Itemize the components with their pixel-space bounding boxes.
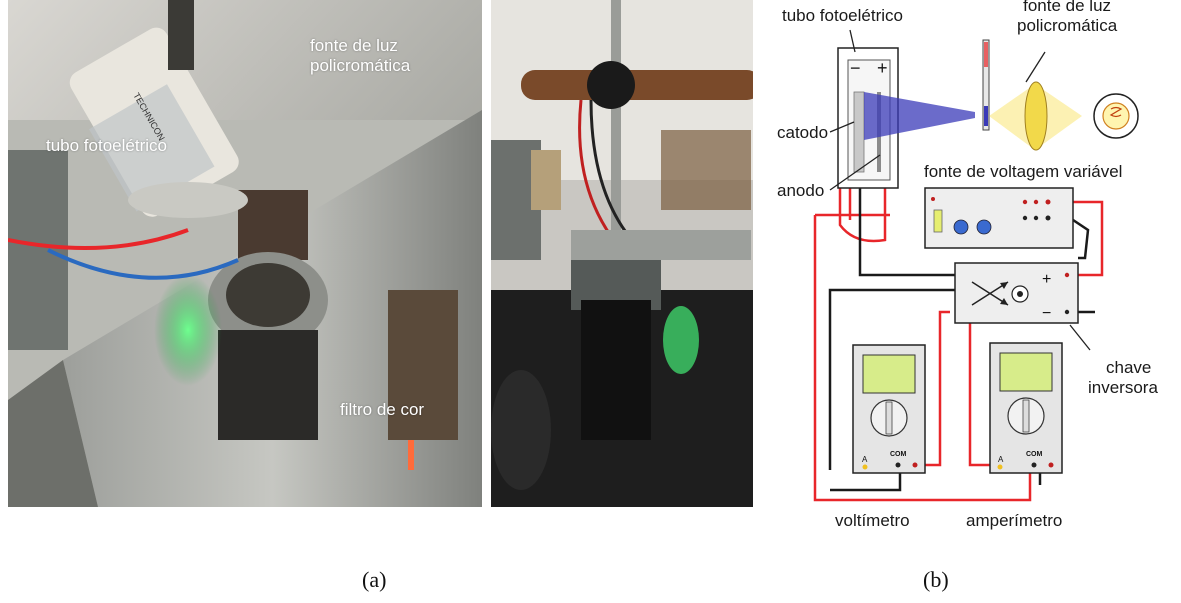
photo-apparatus-top: TECHNICON xyxy=(8,0,482,507)
cathode-plate xyxy=(853,91,865,173)
color-filter xyxy=(982,39,990,131)
light-beam xyxy=(864,92,975,140)
label-light-source-photo-line1: fonte de luz xyxy=(310,36,398,55)
caption-b: (b) xyxy=(923,567,949,592)
tube-minus-sign: − xyxy=(850,58,861,78)
label-reversing-switch-line2: inversora xyxy=(1088,378,1158,397)
wire-black-voltmeter xyxy=(828,288,955,470)
switch-plus-sign: + xyxy=(1042,271,1051,288)
label-reversing-switch-line1: chave xyxy=(1106,358,1152,377)
label-photo-tube-photo: tubo fotoelétrico xyxy=(46,136,167,155)
caption-a: (a) xyxy=(362,567,387,592)
tube-plus-sign: + xyxy=(877,58,888,78)
label-power-supply: fonte de voltagem variável xyxy=(924,162,1123,181)
wire-red-voltmeter xyxy=(917,310,950,467)
photo-apparatus-side-image xyxy=(491,0,753,507)
label-photo-tube: tubo fotoelétrico xyxy=(782,6,903,25)
variable-power-supply xyxy=(924,187,1074,249)
label-voltmeter: voltímetro xyxy=(835,511,910,530)
reversing-switch: + − xyxy=(954,262,1079,324)
label-light-source-photo-line2: policromática xyxy=(310,56,411,75)
circuit-diagram: − + + − xyxy=(813,29,1139,502)
photo-apparatus-side xyxy=(491,0,753,507)
switch-minus-sign: − xyxy=(1042,305,1051,322)
ammeter-terminal-a: A xyxy=(998,455,1004,464)
voltmeter: A COM xyxy=(852,344,926,474)
label-color-filter-photo: filtro de cor xyxy=(340,400,425,419)
wire-red-supply-switch xyxy=(1048,200,1104,277)
label-light-source-line1: fonte de luz xyxy=(1023,0,1112,15)
label-ammeter: amperímetro xyxy=(966,511,1063,530)
label-light-source: fonte de luz policromática xyxy=(1017,0,1117,36)
label-light-source-photo: fonte de luz policromática xyxy=(310,36,410,76)
label-cathode: catodo xyxy=(777,123,829,142)
label-reversing-switch: chave inversora xyxy=(1088,358,1158,398)
ammeter-terminal-com: COM xyxy=(1026,451,1043,458)
wire-black-cathode xyxy=(858,170,955,277)
wire-red-ammeter xyxy=(813,215,1032,502)
photo-apparatus-top-image: TECHNICON xyxy=(8,0,482,507)
lens xyxy=(1024,81,1048,151)
voltmeter-terminal-a: A xyxy=(862,455,868,464)
ammeter: A COM xyxy=(989,342,1063,474)
voltmeter-terminal-com: COM xyxy=(890,451,907,458)
label-anode: anodo xyxy=(777,181,825,200)
label-light-source-line2: policromática xyxy=(1017,16,1118,35)
